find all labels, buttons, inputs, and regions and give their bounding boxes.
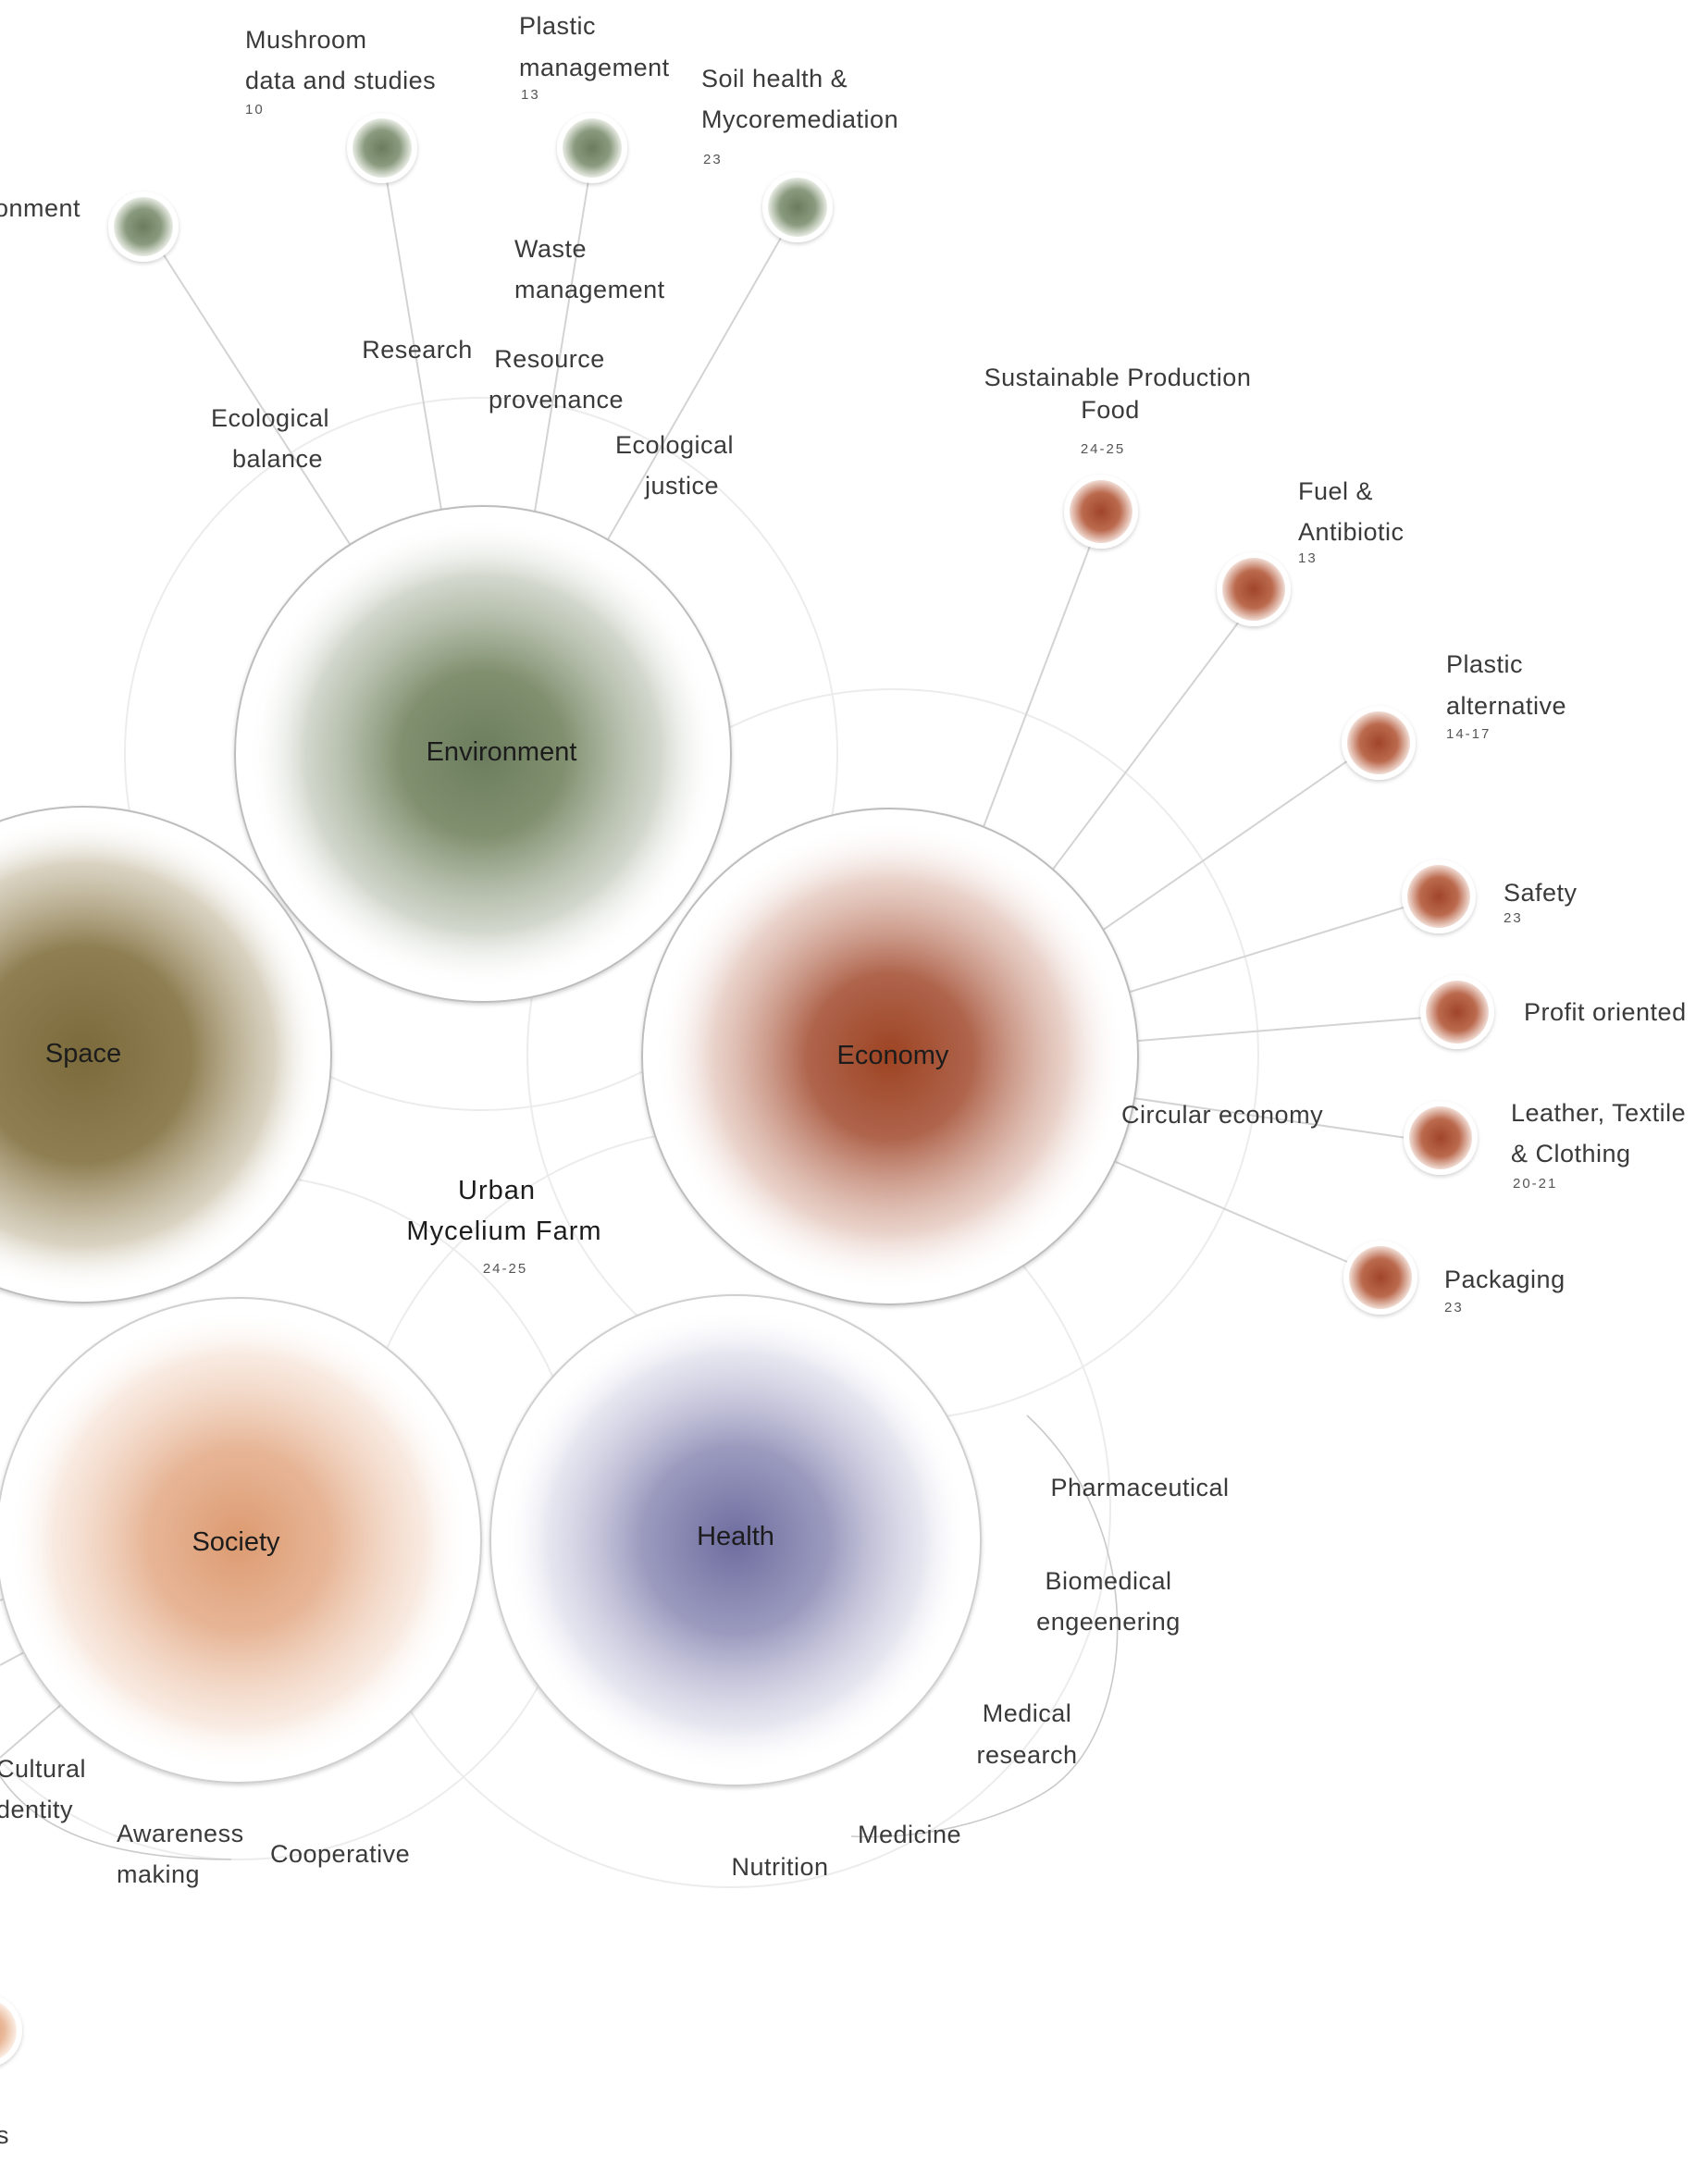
society-labels: Cultural dentity Awareness making Cooper… <box>0 1755 410 1888</box>
hub-society[interactable]: Society <box>0 1297 482 1784</box>
eco-node-3[interactable] <box>1342 706 1416 780</box>
health-item-1: Pharmaceutical <box>1050 1474 1229 1501</box>
society-item-2-line1: Awareness <box>117 1820 244 1847</box>
eco-node-4-num: 23 <box>1504 910 1523 926</box>
society-item-3: Cooperative <box>270 1840 410 1868</box>
env-node-1[interactable] <box>108 191 179 262</box>
center-title-years: 24-25 <box>483 1261 527 1277</box>
society-item-1-line2: dentity <box>0 1796 73 1823</box>
eco-node-7-num: 23 <box>1444 1300 1464 1316</box>
env-branch-5-line1: Ecological <box>615 431 734 459</box>
env-node-3-line1: Plastic <box>519 12 596 40</box>
env-node-4[interactable] <box>762 172 833 242</box>
eco-node-7-line1: Packaging <box>1444 1266 1566 1293</box>
hub-space-label: Space <box>45 1039 121 1068</box>
env-node-1-label: onment <box>0 194 80 222</box>
env-node-3[interactable] <box>557 113 627 183</box>
env-branch-3-line2: provenance <box>489 386 624 414</box>
env-branch-4-line1: Waste <box>514 235 587 263</box>
eco-node-6-num: 20-21 <box>1513 1176 1557 1192</box>
env-node-3-num: 13 <box>521 87 540 103</box>
eco-node-6-line2: & Clothing <box>1511 1140 1631 1167</box>
health-item-4: Medicine <box>858 1821 961 1848</box>
health-item-5: Nutrition <box>731 1853 828 1881</box>
eco-node-1[interactable] <box>1064 475 1138 549</box>
env-node-4-line1: Soil health & <box>701 65 848 93</box>
eco-node-4-line1: Safety <box>1504 879 1578 907</box>
eco-node-3-line2: alternative <box>1446 692 1566 720</box>
center-title-line1: Urban <box>458 1176 536 1205</box>
eco-node-5-line1: Profit oriented <box>1524 998 1687 1026</box>
env-node-labels: onment Mushroom data and studies 10 Plas… <box>0 12 898 222</box>
eco-node-2-line2: Antibiotic <box>1298 518 1405 546</box>
eco-node-labels: Sustainable Production Food 24-25 Fuel &… <box>984 364 1687 1316</box>
eco-node-3-line1: Plastic <box>1446 650 1523 678</box>
center-title: Urban Mycelium Farm 24-25 <box>406 1176 601 1277</box>
eco-node-3-num: 14-17 <box>1446 726 1491 742</box>
health-item-3-line1: Medical <box>983 1699 1072 1727</box>
center-title-line2: Mycelium Farm <box>406 1217 601 1246</box>
branch-arcs <box>0 1414 1119 1860</box>
hub-environment-label: Environment <box>427 737 577 767</box>
eco-node-6-line1: Leather, Textile <box>1511 1099 1686 1127</box>
eco-branch-label: Circular economy <box>1121 1101 1323 1129</box>
eco-node-2[interactable] <box>1217 552 1291 626</box>
env-branch-3-line1: Resource <box>494 345 605 373</box>
society-item-1-line1: Cultural <box>0 1755 86 1783</box>
society-branch-arc <box>0 1775 232 1860</box>
hub-environment[interactable]: Environment <box>234 505 732 1003</box>
health-branch-arc <box>850 1414 1119 1838</box>
env-branch-5-line2: justice <box>644 472 719 500</box>
env-branch-1-line2: balance <box>232 445 323 473</box>
society-node-partial[interactable] <box>0 1994 22 2068</box>
society-item-2-line2: making <box>117 1860 200 1888</box>
health-item-3-line2: research <box>976 1741 1077 1769</box>
eco-node-2-num: 13 <box>1298 550 1318 566</box>
env-node-2-line1: Mushroom <box>245 26 367 54</box>
hub-health-label: Health <box>697 1522 774 1551</box>
hub-health[interactable]: Health <box>489 1294 982 1786</box>
health-item-2-line2: engeenering <box>1036 1608 1181 1636</box>
eco-node-4[interactable] <box>1402 859 1476 933</box>
eco-node-1-line2: Food <box>1081 396 1140 424</box>
society-edge-label: s <box>0 2121 9 2149</box>
env-node-2[interactable] <box>347 113 417 183</box>
hub-economy[interactable]: Economy <box>641 808 1139 1305</box>
env-branch-4-line2: management <box>514 276 665 303</box>
env-node-4-line2: Mycoremediation <box>701 105 898 133</box>
eco-node-5[interactable] <box>1420 975 1494 1049</box>
env-branch-labels: Ecological balance Research Resource pro… <box>211 235 734 500</box>
env-node-3-line2: management <box>519 54 670 81</box>
health-labels: Pharmaceutical Biomedical engeenering Me… <box>731 1474 1229 1881</box>
env-node-4-num: 23 <box>703 152 723 167</box>
env-satellites <box>108 113 833 262</box>
eco-node-2-line1: Fuel & <box>1298 477 1373 505</box>
env-node-2-num: 10 <box>245 102 265 117</box>
health-item-2-line1: Biomedical <box>1045 1567 1171 1595</box>
hub-economy-label: Economy <box>837 1041 949 1070</box>
environment-orbit <box>124 397 838 1111</box>
eco-node-1-line1: Sustainable Production <box>984 364 1252 391</box>
hub-society-label: Society <box>192 1527 280 1557</box>
eco-node-7[interactable] <box>1343 1241 1417 1315</box>
eco-satellites <box>1064 475 1494 1315</box>
eco-node-1-num: 24-25 <box>1081 441 1125 457</box>
env-branch-1-line1: Ecological <box>211 404 329 432</box>
hub-space[interactable]: Space <box>0 806 332 1303</box>
env-node-2-line2: data and studies <box>245 67 436 94</box>
env-branch-2-label: Research <box>362 336 473 364</box>
eco-node-6[interactable] <box>1404 1101 1478 1175</box>
